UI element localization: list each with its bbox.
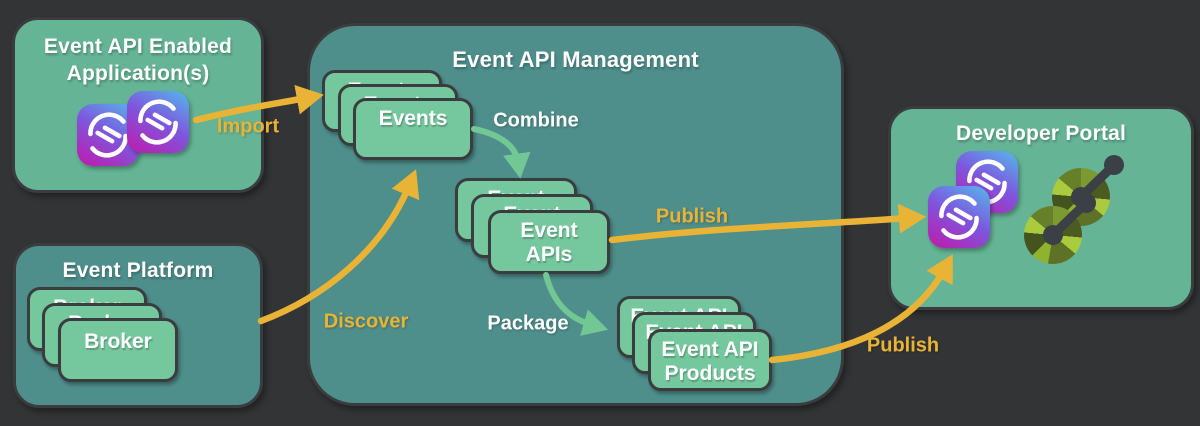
api-management-title: Event API Management [452,47,699,72]
publish-products-arrow-label: Publish [866,334,940,357]
discover-arrow-label: Discover [323,310,409,333]
solace-app-icon [928,186,990,248]
event-portal-graph [1071,155,1124,207]
event-platform-title: Event Platform [62,259,214,282]
event-portal-icon [1024,190,1100,266]
developer-portal-title: Developer Portal [955,122,1127,145]
solace-app-icon [127,91,189,153]
solace-app-icon [956,151,1018,213]
import-arrow-label: Import [216,115,280,138]
solace-logo-glyph [138,99,178,145]
enabled-apps-title: Event API Enabled Application(s) [43,35,233,85]
publish-apis-arrow-label: Publish [655,205,729,228]
event-portal-graph [1043,193,1096,245]
solace-logo-glyph [939,194,979,240]
events-card: Events [353,98,473,160]
solace-logo-glyph [88,112,128,158]
event-apis-card: Event APIs [488,210,610,274]
package-arrow-label: Package [487,312,569,335]
event-api-products-card: Event API Products [648,329,772,391]
combine-arrow-label: Combine [493,109,579,132]
broker-card: Broker [58,318,178,382]
